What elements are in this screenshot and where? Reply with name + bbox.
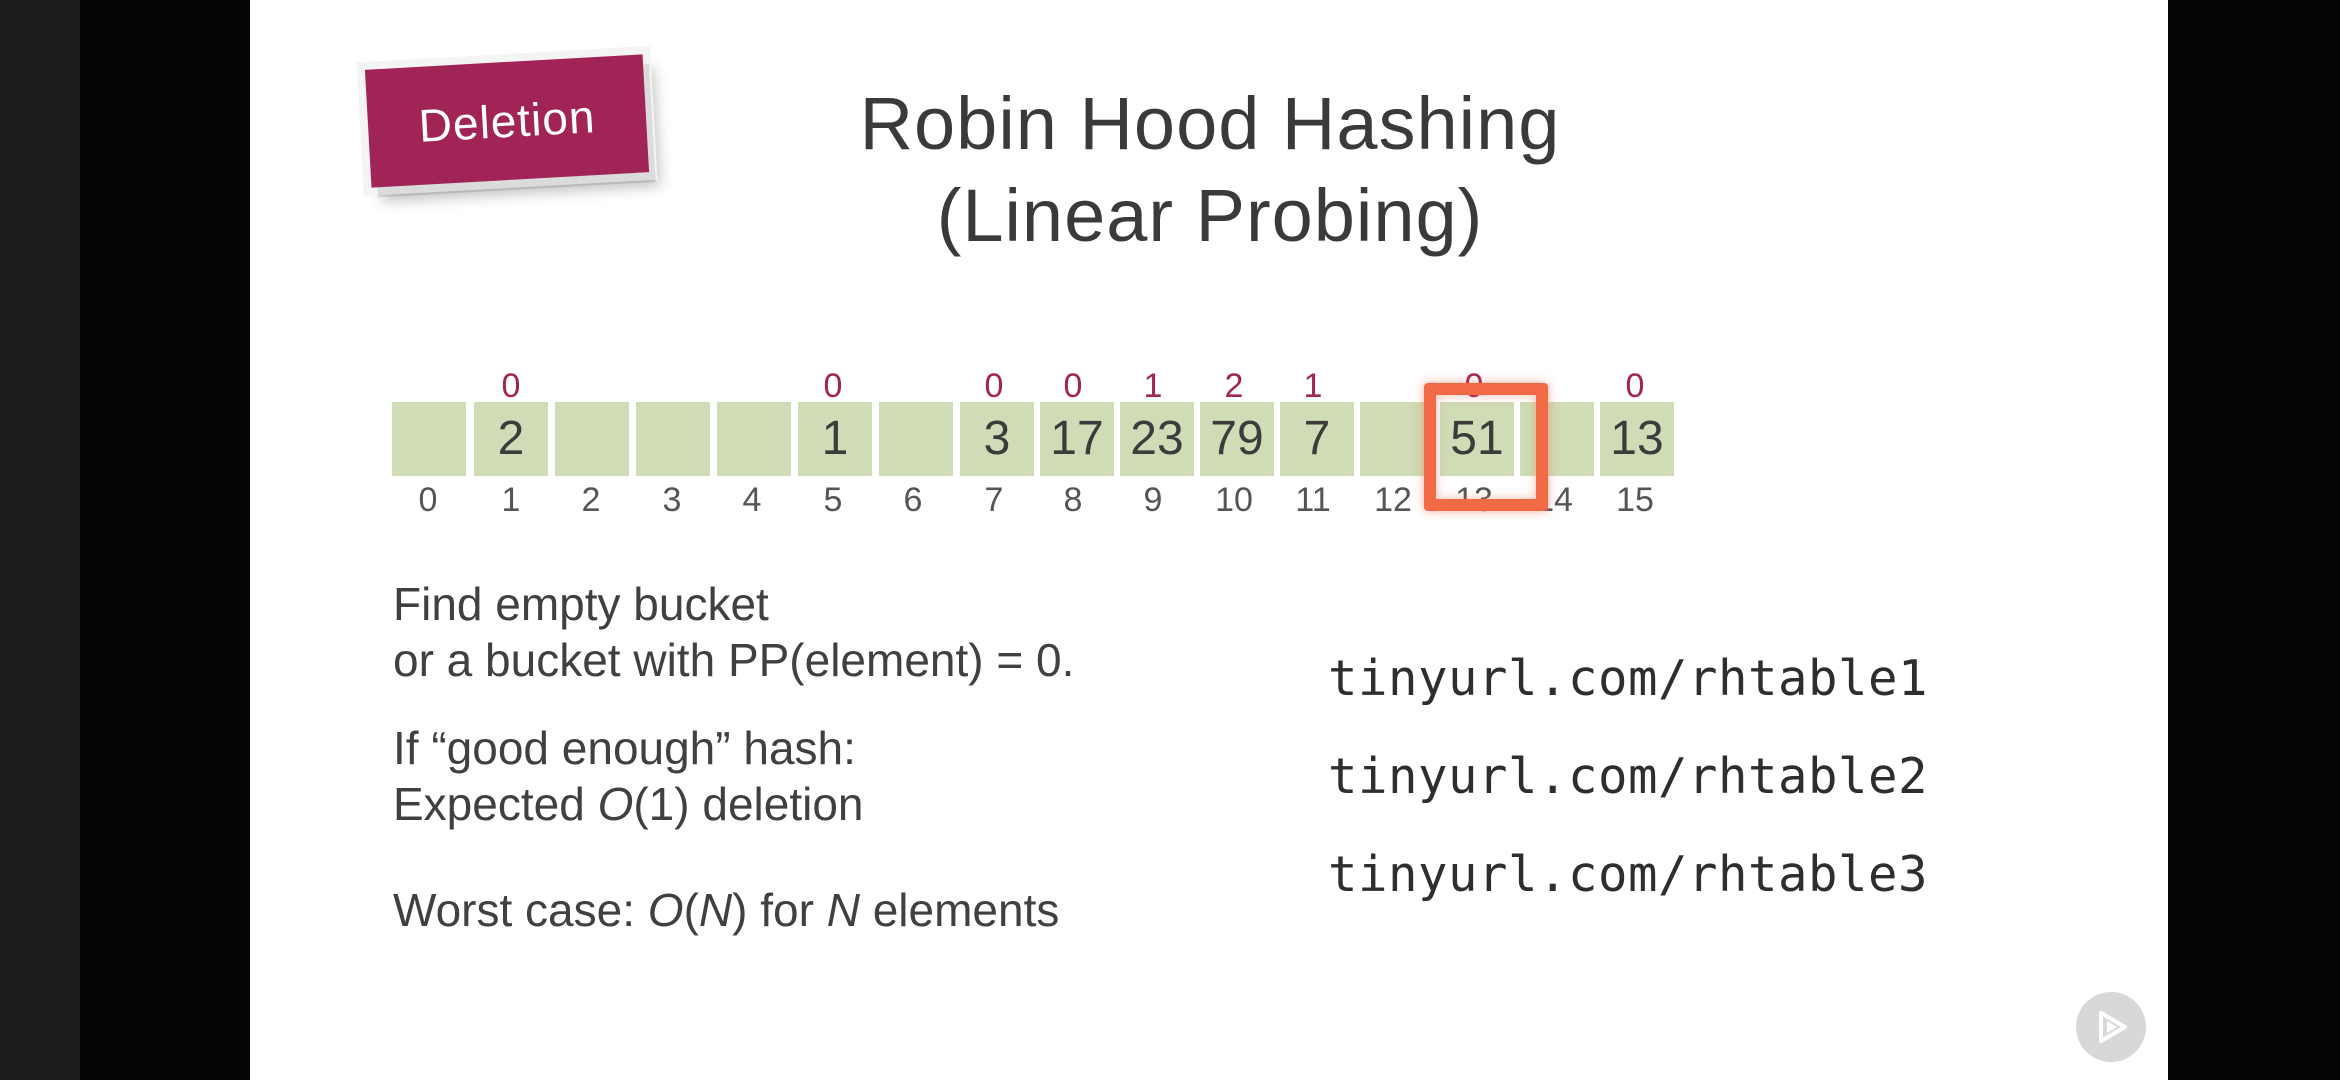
probe-length-12 — [1358, 366, 1428, 406]
bucket-14 — [1520, 402, 1594, 476]
title-line-1: Robin Hood Hashing — [859, 82, 1561, 165]
bucket-index-15: 15 — [1616, 481, 1654, 519]
slide-canvas — [250, 0, 2168, 1080]
link-rhtable3[interactable]: tinyurl.com/rhtable3 — [1328, 846, 1929, 903]
bucket-index-2: 2 — [581, 481, 601, 519]
bucket-index-1: 1 — [501, 481, 521, 519]
right-black-bar — [2168, 0, 2340, 1080]
play-button[interactable] — [2076, 992, 2146, 1062]
link-rhtable2[interactable]: tinyurl.com/rhtable2 — [1328, 748, 1929, 805]
bucket-index-0: 0 — [418, 481, 438, 519]
bucket-index-8: 8 — [1063, 481, 1083, 519]
worst-n: N — [698, 884, 733, 936]
note-line-4-suffix: (1) deletion — [633, 778, 864, 830]
note-line-4-o: O — [597, 778, 634, 830]
note-line-1: Find empty bucket — [393, 578, 769, 630]
bucket-index-4: 4 — [742, 481, 762, 519]
probe-length-7: 0 — [984, 367, 1004, 405]
bucket-3 — [636, 402, 710, 476]
bucket-index-12: 12 — [1374, 481, 1412, 519]
note-line-4-prefix: Expected — [393, 778, 598, 830]
bucket-7: 3 — [960, 402, 1034, 476]
title-line-2: (Linear Probing) — [936, 174, 1484, 257]
probe-length-5: 0 — [823, 367, 843, 405]
bucket-index-11: 11 — [1295, 481, 1331, 519]
bucket-index-10: 10 — [1215, 481, 1253, 519]
bucket-index-5: 5 — [823, 481, 843, 519]
bucket-index-7: 7 — [984, 481, 1004, 519]
probe-length-1: 0 — [501, 367, 521, 405]
worst-suffix: elements — [859, 884, 1060, 936]
probe-length-3 — [637, 366, 707, 406]
bucket-11: 7 — [1280, 402, 1354, 476]
worst-prefix: Worst case: — [393, 884, 648, 936]
bucket-8: 17 — [1040, 402, 1114, 476]
bucket-5: 1 — [798, 402, 872, 476]
worst-n2: N — [826, 884, 860, 936]
bucket-4 — [717, 402, 791, 476]
bucket-15: 13 — [1600, 402, 1674, 476]
bucket-0 — [392, 402, 466, 476]
bucket-9: 23 — [1120, 402, 1194, 476]
probe-length-11: 1 — [1303, 367, 1323, 405]
probe-length-4 — [717, 366, 787, 406]
worst-o: O — [647, 884, 684, 936]
bucket-index-9: 9 — [1143, 481, 1163, 519]
highlighted-bucket-frame — [1424, 383, 1548, 511]
probe-length-6 — [878, 366, 948, 406]
probe-length-2 — [556, 366, 626, 406]
bucket-13: 51 — [1440, 402, 1514, 476]
left-letterbox — [0, 0, 80, 1080]
left-black-bar — [80, 0, 250, 1080]
probe-length-10: 2 — [1224, 367, 1244, 405]
section-tag: Deletion — [364, 54, 650, 188]
bucket-index-6: 6 — [903, 481, 923, 519]
bucket-1: 2 — [474, 402, 548, 476]
probe-length-8: 0 — [1063, 367, 1083, 405]
bucket-12 — [1360, 402, 1434, 476]
note-line-2: or a bucket with PP(element) = 0. — [393, 634, 1075, 686]
note-line-4: Expected O(1) deletion — [393, 776, 864, 832]
probe-length-0 — [393, 366, 463, 406]
slide-title: Robin Hood Hashing (Linear Probing) — [700, 78, 1720, 262]
play-icon — [2099, 1011, 2127, 1043]
note-line-3: If “good enough” hash: — [393, 722, 856, 774]
bucket-2 — [555, 402, 629, 476]
bucket-6 — [879, 402, 953, 476]
probe-length-15: 0 — [1625, 367, 1645, 405]
bucket-10: 79 — [1200, 402, 1274, 476]
bucket-index-3: 3 — [662, 481, 682, 519]
worst-case-line: Worst case: O(N) for N elements — [393, 882, 1059, 938]
worst-paren-open: ( — [683, 884, 699, 936]
probe-length-9: 1 — [1143, 367, 1163, 405]
worst-paren-close: ) for — [732, 884, 827, 936]
link-rhtable1[interactable]: tinyurl.com/rhtable1 — [1328, 650, 1929, 707]
